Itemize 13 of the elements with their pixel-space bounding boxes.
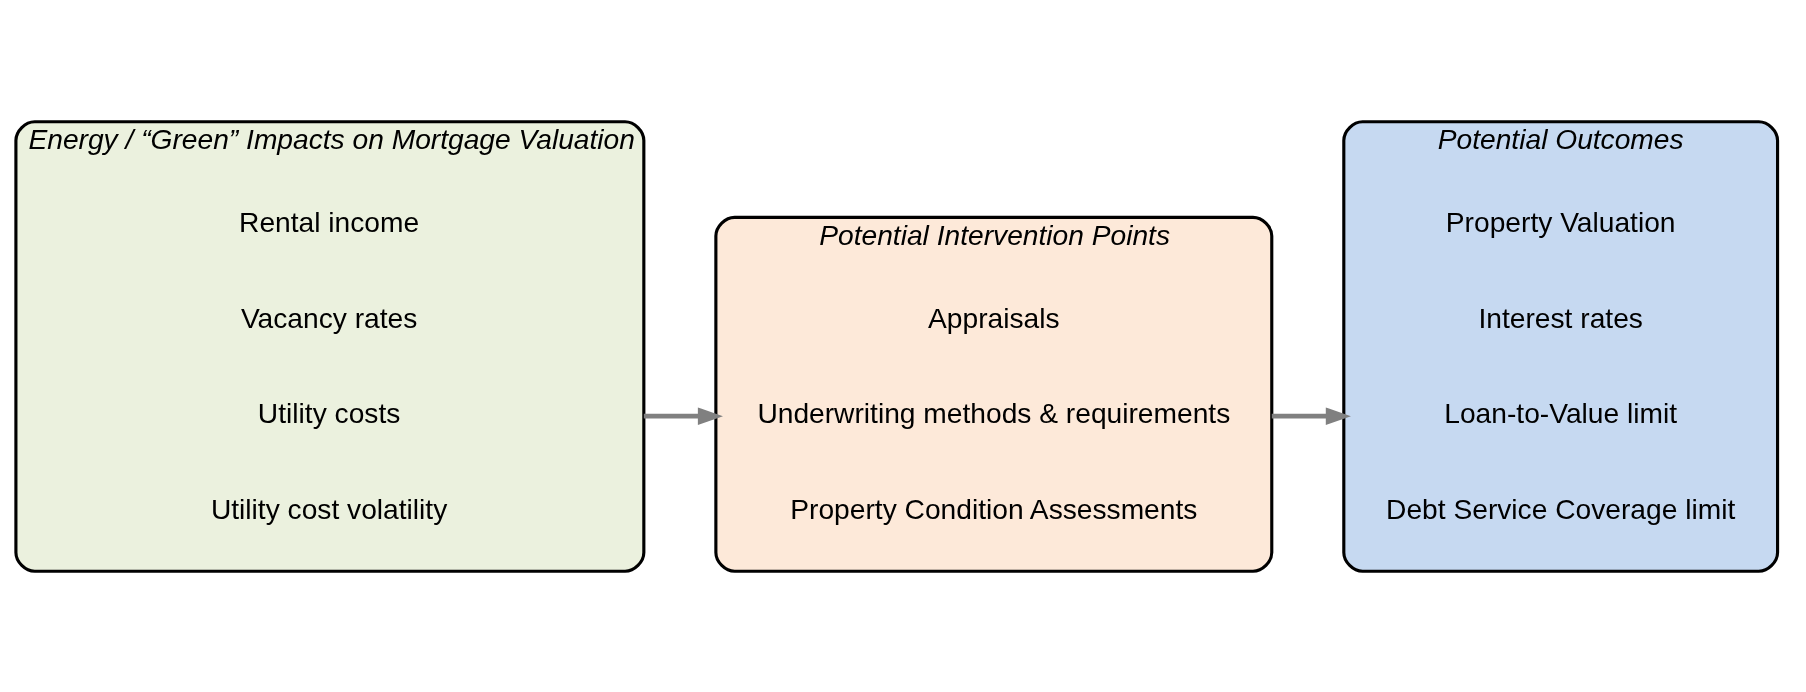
arrow [1271,406,1351,425]
node-text: Property Valuation [1445,205,1676,238]
node-text: Utility cost volatility [210,492,448,525]
node-text: Vacancy rates [240,301,418,334]
node-text: Appraisals [928,301,1060,334]
arrow [643,406,723,425]
node-text: Underwriting methods & requirements [757,396,1231,429]
node-text: Rental income [239,205,420,238]
node-text: Loan-to-Value limit [1444,396,1678,429]
node-text: Interest rates [1478,301,1643,334]
node-text: Utility costs [257,396,401,429]
node-text: Property Condition Assessments [790,492,1198,525]
node-text: Debt Service Coverage limit [1386,492,1736,525]
